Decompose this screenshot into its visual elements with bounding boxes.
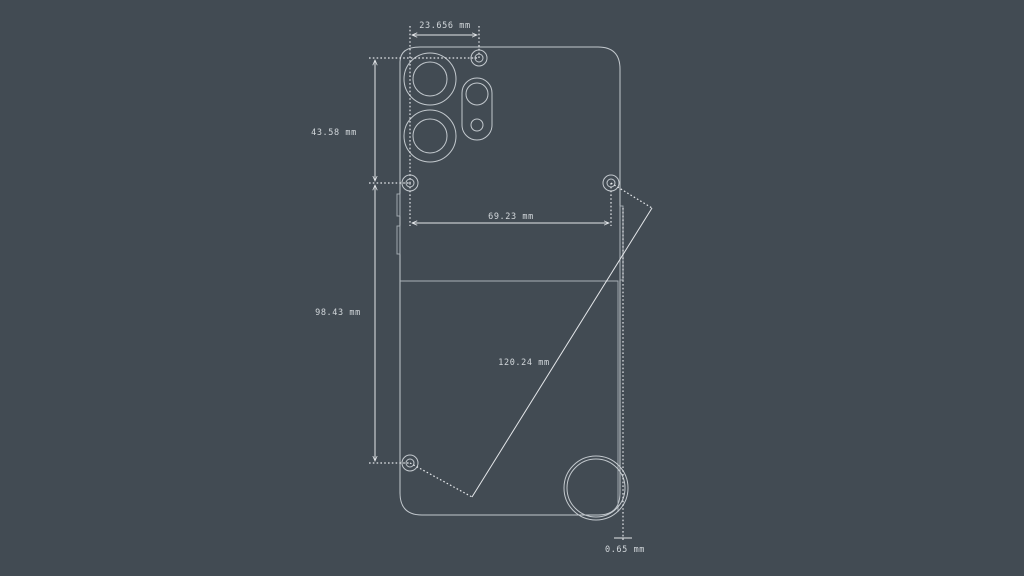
- dim-label-left-upper: 43.58 mm: [311, 128, 357, 138]
- dim-label-diagonal: 120.24 mm: [498, 358, 549, 368]
- inner-panel-outline: [400, 280, 619, 512]
- dim-line-diagonal: [471, 207, 653, 498]
- dim-label-left-lower: 98.43 mm: [315, 308, 361, 318]
- camera-lens-top: [403, 52, 457, 106]
- screw-hole-bottom-left: [401, 454, 419, 472]
- dim-label-top-width: 23.656 mm: [419, 21, 470, 31]
- flash-sensor-pill: [461, 77, 493, 141]
- charging-coil-circle: [563, 455, 629, 521]
- phone-back-outline: [399, 46, 621, 516]
- camera-lens-bottom: [403, 109, 457, 163]
- side-button-2: [396, 225, 401, 255]
- dim-label-mid-width: 69.23 mm: [488, 212, 534, 222]
- extension-lines: [369, 26, 653, 540]
- dim-label-bottom-gap: 0.65 mm: [605, 545, 645, 555]
- side-button-1: [396, 193, 401, 217]
